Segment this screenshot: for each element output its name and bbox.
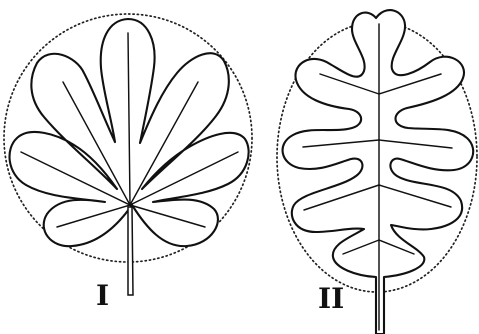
leaf-1-stem [128,207,133,295]
leaf-1-label: I [96,282,109,310]
leaf-2-label: II [318,285,344,313]
leaf-2-blade-outline [283,10,474,334]
leaf-2-lobed-oak-leaf [283,10,474,334]
leaf-1-palmate-leaf [10,19,249,295]
